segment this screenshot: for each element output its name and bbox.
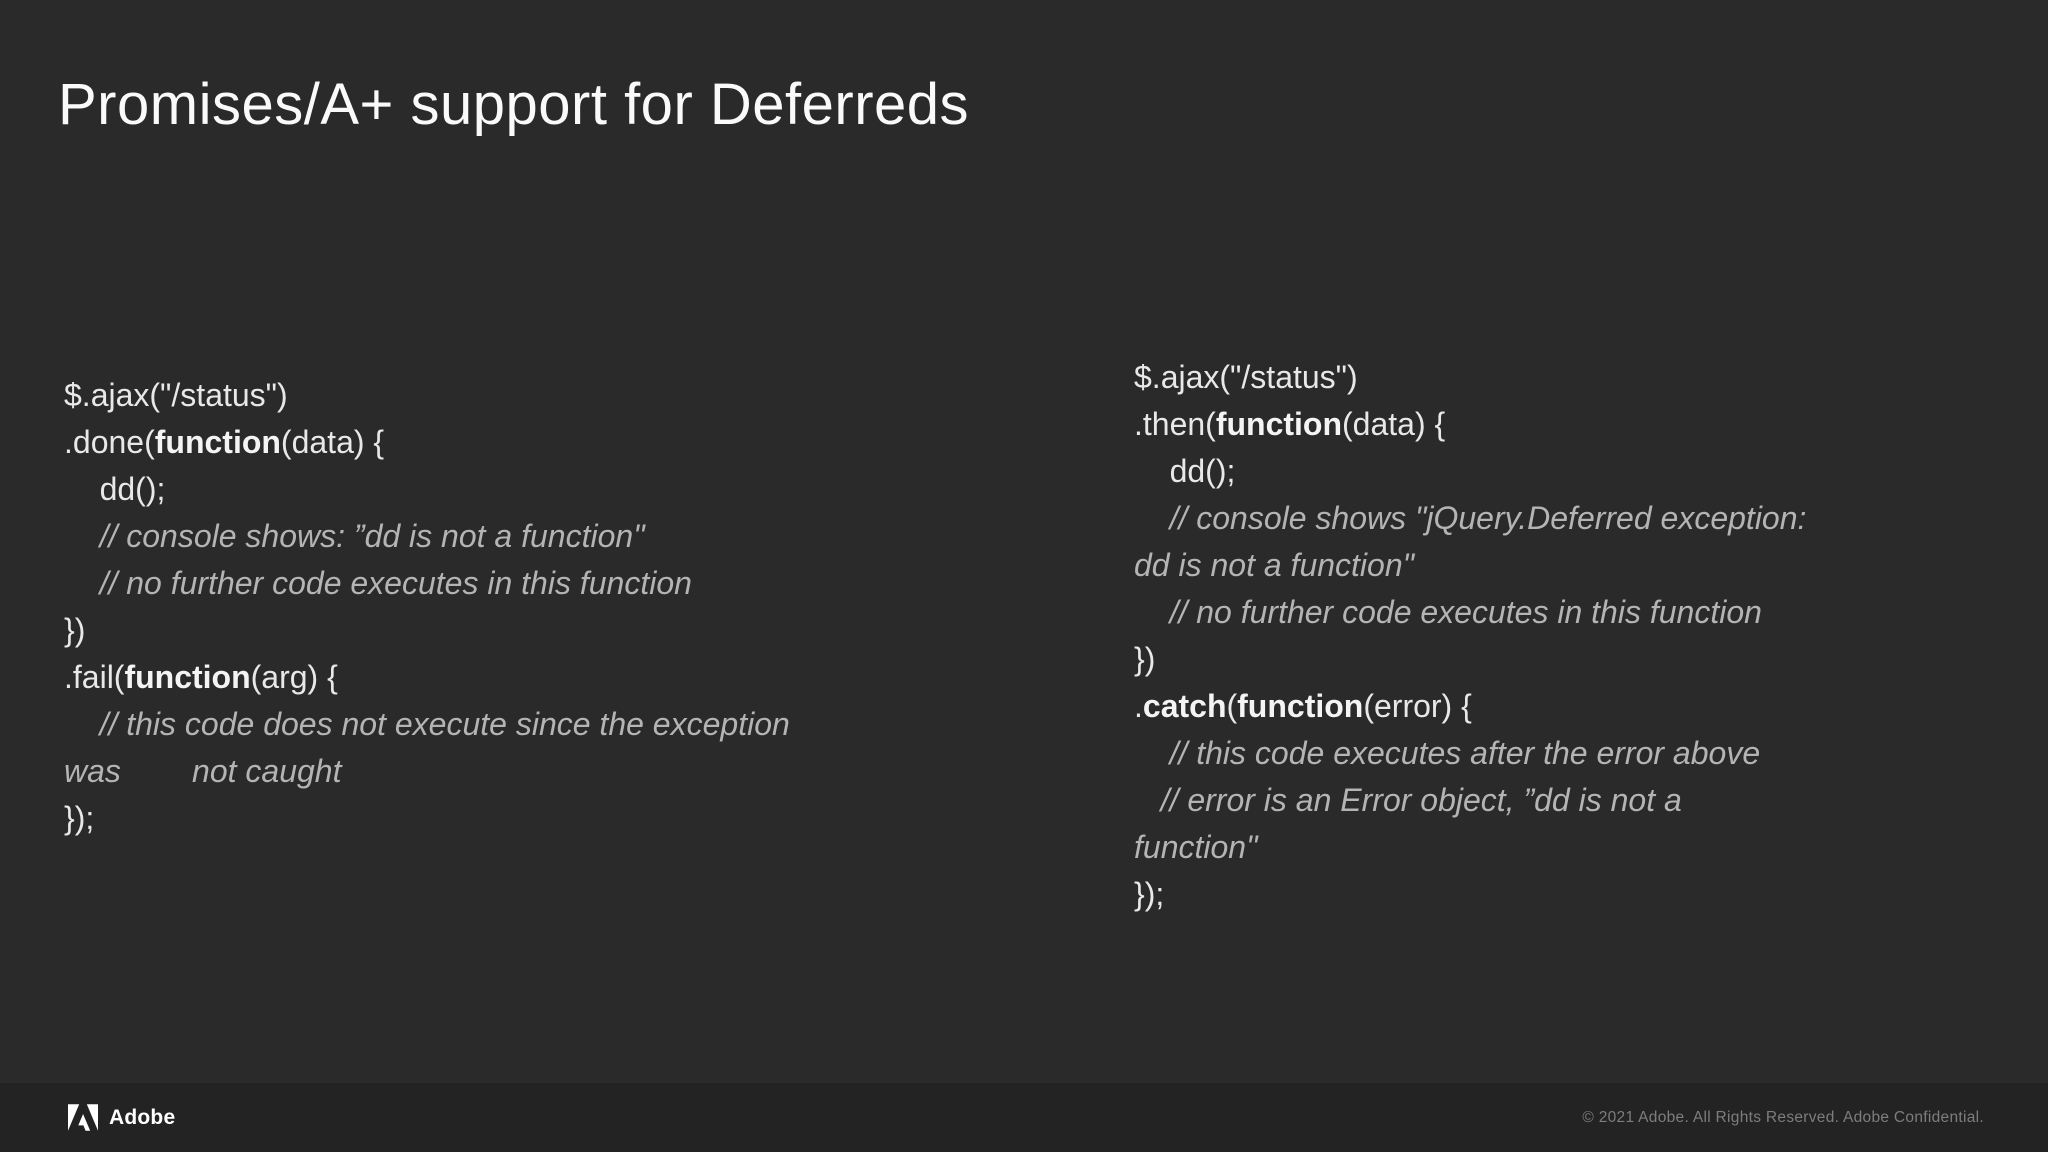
- code-segment-comment: was not caught: [64, 753, 342, 789]
- code-block-left: $.ajax("/status").done(function(data) { …: [64, 372, 1044, 842]
- code-segment-plain: dd();: [64, 471, 166, 507]
- code-line: dd();: [1134, 448, 1984, 495]
- code-segment-plain: .fail(: [64, 659, 125, 695]
- code-line: // this code does not execute since the …: [64, 701, 1044, 748]
- code-segment-bold: function: [154, 424, 281, 460]
- code-segment-bold: function: [124, 659, 251, 695]
- code-segment-plain: (arg) {: [250, 659, 338, 695]
- adobe-logo-lockup: Adobe: [68, 1104, 175, 1131]
- code-segment-plain: (data) {: [280, 424, 385, 460]
- code-segment-plain: dd();: [1134, 453, 1236, 489]
- code-segment-plain: (data) {: [1342, 406, 1446, 442]
- code-line: dd();: [64, 466, 1044, 513]
- code-line: // no further code executes in this func…: [64, 560, 1044, 607]
- code-line: was not caught: [64, 748, 1044, 795]
- copyright-text: © 2021 Adobe. All Rights Reserved. Adobe…: [1582, 1108, 1984, 1126]
- slide-title: Promises/A+ support for Deferreds: [58, 72, 970, 137]
- code-line: .done(function(data) {: [64, 419, 1044, 466]
- code-segment-plain: .done(: [64, 424, 155, 460]
- code-segment-comment: // this code does not execute since the …: [64, 706, 790, 742]
- code-line: dd is not a function": [1134, 542, 1984, 589]
- adobe-logo-icon: [68, 1104, 98, 1131]
- code-line: .then(function(data) {: [1134, 401, 1984, 448]
- code-segment-plain: $.ajax("/status"): [64, 377, 288, 413]
- code-segment-bold: catch: [1142, 688, 1227, 724]
- code-block-right: $.ajax("/status").then(function(data) { …: [1134, 354, 1984, 918]
- code-segment-plain: }): [64, 612, 86, 648]
- code-segment-comment: // no further code executes in this func…: [64, 565, 692, 601]
- code-segment-comment: dd is not a function": [1134, 547, 1414, 583]
- code-segment-bold: function: [1215, 406, 1343, 442]
- code-line: $.ajax("/status"): [64, 372, 1044, 419]
- code-segment-comment: // error is an Error object, ”dd is not …: [1134, 782, 1682, 818]
- adobe-wordmark: Adobe: [109, 1105, 176, 1129]
- code-line: // error is an Error object, ”dd is not …: [1134, 777, 1984, 824]
- code-segment-plain: (error) {: [1363, 688, 1472, 724]
- code-segment-comment: // no further code executes in this func…: [1134, 594, 1762, 630]
- code-line: }): [64, 607, 1044, 654]
- code-line: });: [1134, 871, 1984, 918]
- code-segment-plain: }): [1134, 641, 1156, 677]
- code-segment-plain: (: [1226, 688, 1238, 724]
- code-segment-comment: // this code executes after the error ab…: [1134, 735, 1761, 771]
- code-line: .catch(function(error) {: [1134, 683, 1984, 730]
- code-line: $.ajax("/status"): [1134, 354, 1984, 401]
- code-line: // console shows: ”dd is not a function": [64, 513, 1044, 560]
- code-line: // console shows "jQuery.Deferred except…: [1134, 495, 1984, 542]
- code-line: // no further code executes in this func…: [1134, 589, 1984, 636]
- code-segment-bold: function: [1237, 688, 1364, 724]
- footer-bar: Adobe © 2021 Adobe. All Rights Reserved.…: [0, 1083, 2048, 1152]
- code-line: function": [1134, 824, 1984, 871]
- code-segment-comment: // console shows: ”dd is not a function": [64, 518, 645, 554]
- code-segment-plain: });: [64, 800, 95, 836]
- code-line: }): [1134, 636, 1984, 683]
- code-segment-plain: $.ajax("/status"): [1134, 359, 1358, 395]
- code-segment-comment: function": [1134, 829, 1258, 865]
- code-line: // this code executes after the error ab…: [1134, 730, 1984, 777]
- code-line: .fail(function(arg) {: [64, 654, 1044, 701]
- code-line: });: [64, 795, 1044, 842]
- code-segment-plain: });: [1134, 876, 1165, 912]
- code-segment-comment: // console shows "jQuery.Deferred except…: [1134, 500, 1807, 536]
- code-segment-plain: .: [1134, 688, 1143, 724]
- code-segment-plain: .then(: [1134, 406, 1216, 442]
